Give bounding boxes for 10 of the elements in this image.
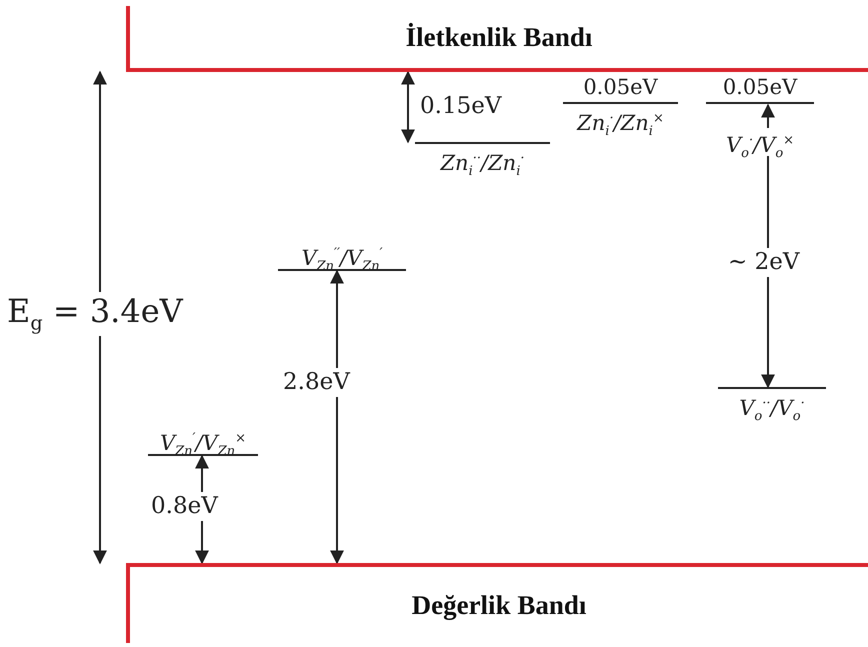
- arrow: [401, 70, 415, 144]
- energy-value: 0.05eV: [583, 74, 658, 101]
- band-edge: [126, 6, 868, 72]
- band-label: Değerlik Bandı: [412, 590, 586, 620]
- arrow: [761, 156, 775, 388]
- band-label: İletkenlik Bandı: [406, 22, 592, 52]
- arrow: [330, 270, 344, 564]
- arrow: [93, 70, 107, 564]
- energy-value: 0.05eV: [722, 74, 798, 101]
- band-edge: [126, 563, 868, 643]
